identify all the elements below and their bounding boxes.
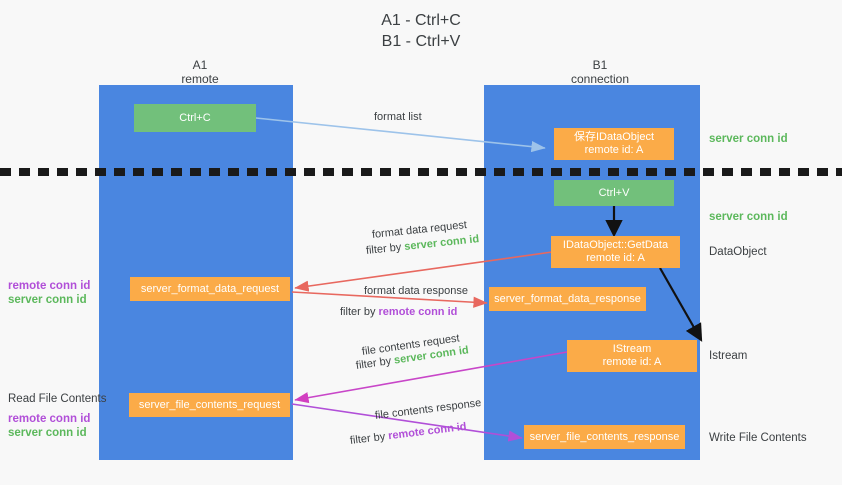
right-label-write-file-contents: Write File Contents <box>709 432 807 444</box>
node-save-idataobject-title: 保存IDataObject <box>573 131 655 143</box>
node-istream-title: IStream <box>612 343 652 355</box>
edge-label-file-contents-response: file contents response <box>374 397 482 422</box>
filter-prefix: filter by <box>349 430 389 447</box>
edge-label-format-data-response-filter: filter by remote conn id <box>340 305 457 319</box>
right-label-server-conn-id-2: server conn id <box>709 211 788 223</box>
node-idataobject-getdata-title: IDataObject::GetData <box>562 239 669 251</box>
column-header-b1: B1 connection <box>520 58 680 86</box>
node-server-file-contents-request-label: server_file_contents_request <box>138 398 281 411</box>
node-ctrl-c-label: Ctrl+C <box>179 111 211 124</box>
node-idataobject-getdata-subtitle: remote id: A <box>586 252 645 264</box>
filter-prefix: filter by <box>340 306 379 318</box>
column-a1-name: A1 <box>192 58 208 72</box>
node-server-file-contents-response-label: server_file_contents_response <box>529 430 680 443</box>
node-server-format-data-response[interactable]: server_format_data_response <box>489 287 646 311</box>
token-remote-conn-id: remote conn id <box>387 420 468 443</box>
column-a1-subtitle: remote <box>181 72 219 86</box>
node-server-file-contents-request[interactable]: server_file_contents_request <box>129 393 290 417</box>
left-label-read-file-contents: Read File Contents <box>8 393 107 405</box>
left-label-remote-conn-id-1: remote conn id <box>8 280 91 292</box>
edge-label-file-contents-response-filter: filter by remote conn id <box>349 420 467 448</box>
node-idataobject-getdata[interactable]: IDataObject::GetData remote id: A <box>551 236 680 268</box>
node-ctrl-v[interactable]: Ctrl+V <box>554 180 674 206</box>
edge-label-format-data-response: format data response <box>364 285 468 297</box>
node-istream[interactable]: IStream remote id: A <box>567 340 697 372</box>
node-server-format-data-request[interactable]: server_format_data_request <box>130 277 290 301</box>
page-title: A1 - Ctrl+C B1 - Ctrl+V <box>0 10 842 52</box>
dashed-separator <box>0 168 842 176</box>
node-server-format-data-response-label: server_format_data_response <box>494 292 641 305</box>
filter-prefix: filter by <box>365 241 405 257</box>
column-b1-subtitle: connection <box>570 72 630 86</box>
node-server-file-contents-response[interactable]: server_file_contents_response <box>524 425 685 449</box>
node-ctrl-c[interactable]: Ctrl+C <box>134 104 256 132</box>
filter-prefix: filter by <box>355 354 395 372</box>
token-remote-conn-id: remote conn id <box>378 306 458 318</box>
right-label-server-conn-id-1: server conn id <box>709 133 788 145</box>
node-save-idataobject-subtitle: remote id: A <box>584 144 644 156</box>
edge-label-format-list: format list <box>374 111 422 123</box>
right-label-dataobject: DataObject <box>709 246 767 258</box>
column-b1-name: B1 <box>592 58 608 72</box>
column-header-a1: A1 remote <box>120 58 280 86</box>
left-label-remote-conn-id-2: remote conn id <box>8 413 91 425</box>
node-save-idataobject[interactable]: 保存IDataObject remote id: A <box>554 128 674 160</box>
node-ctrl-v-label: Ctrl+V <box>598 186 630 199</box>
right-label-istream: Istream <box>709 350 748 362</box>
left-label-server-conn-id-2: server conn id <box>8 427 87 439</box>
node-server-format-data-request-label: server_format_data_request <box>140 282 280 295</box>
title-line-1: A1 - Ctrl+C <box>381 12 461 29</box>
node-istream-subtitle: remote id: A <box>602 356 662 368</box>
title-line-2: B1 - Ctrl+V <box>381 33 461 50</box>
left-label-server-conn-id-1: server conn id <box>8 294 87 306</box>
